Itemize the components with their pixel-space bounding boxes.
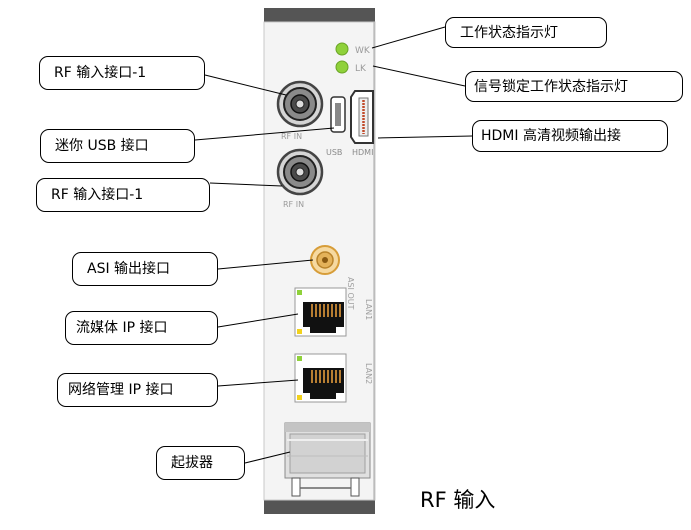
callout-asi-output-text: ASI 输出接口 <box>87 261 171 277</box>
callout-network-mgmt-ip: 网络管理 IP 接口 <box>57 373 218 407</box>
lan1-label: LAN1 <box>364 299 373 320</box>
lan2-label: LAN2 <box>364 363 373 384</box>
leader-hdmi <box>377 135 473 139</box>
callout-ejector-text: 起拔器 <box>171 455 213 471</box>
leader-work-status <box>371 26 446 49</box>
figure-caption: RF 输入 <box>420 488 496 512</box>
callout-hdmi-output: HDMI 高清视频输出接 <box>472 120 668 152</box>
lan1-port <box>294 287 347 337</box>
lan2-port <box>294 353 347 403</box>
mini-usb-port <box>330 96 346 133</box>
asi-out-connector <box>310 245 340 275</box>
callout-work-status-led: 工作状态指示灯 <box>445 17 607 48</box>
callout-signal-lock-led-text: 信号锁定工作状态指示灯 <box>474 78 628 95</box>
leader-lines <box>194 26 473 464</box>
top-rail <box>264 8 375 22</box>
callout-streaming-ip: 流媒体 IP 接口 <box>65 311 218 345</box>
callout-rf-input-bottom: RF 输入接口-1 <box>36 178 210 212</box>
leader-network-mgmt <box>217 379 299 387</box>
rf-in-label-bottom: RF IN <box>283 200 304 209</box>
leader-asi <box>217 259 314 270</box>
wk-led <box>335 42 349 56</box>
lk-led <box>335 60 349 74</box>
rf-in-label-top: RF IN <box>281 132 302 141</box>
callout-mini-usb: 迷你 USB 接口 <box>40 129 195 163</box>
callout-rf-input-bottom-text: RF 输入接口-1 <box>51 187 144 203</box>
leader-signal-lock <box>372 65 466 87</box>
callout-ejector: 起拔器 <box>156 446 245 480</box>
callout-work-status-led-text: 工作状态指示灯 <box>460 24 558 41</box>
lk-label: LK <box>355 64 367 74</box>
callout-signal-lock-led: 信号锁定工作状态指示灯 <box>465 71 683 102</box>
hdmi-label: HDMI <box>352 148 373 157</box>
callout-asi-output: ASI 输出接口 <box>72 252 218 286</box>
callout-hdmi-output-text: HDMI 高清视频输出接 <box>481 128 621 144</box>
callout-streaming-ip-text: 流媒体 IP 接口 <box>76 320 168 336</box>
rf-in-connector-bottom <box>276 148 324 196</box>
callout-rf-input-top: RF 输入接口-1 <box>39 56 205 90</box>
callout-network-mgmt-ip-text: 网络管理 IP 接口 <box>68 382 174 398</box>
ejector-handle <box>284 422 371 497</box>
leader-rf-bottom <box>209 182 283 187</box>
bottom-rail <box>264 500 375 514</box>
rf-in-connector-top <box>276 80 324 128</box>
asi-out-label: ASI OUT <box>346 277 355 310</box>
hdmi-port <box>350 90 374 144</box>
leader-ejector <box>244 451 291 464</box>
usb-label: USB <box>326 148 342 157</box>
leader-usb <box>194 127 335 141</box>
wk-label: WK <box>355 46 371 56</box>
leader-rf-top <box>204 74 287 96</box>
callout-mini-usb-text: 迷你 USB 接口 <box>55 138 149 154</box>
leader-streaming-ip <box>217 313 299 328</box>
callout-rf-input-top-text: RF 输入接口-1 <box>54 65 147 81</box>
